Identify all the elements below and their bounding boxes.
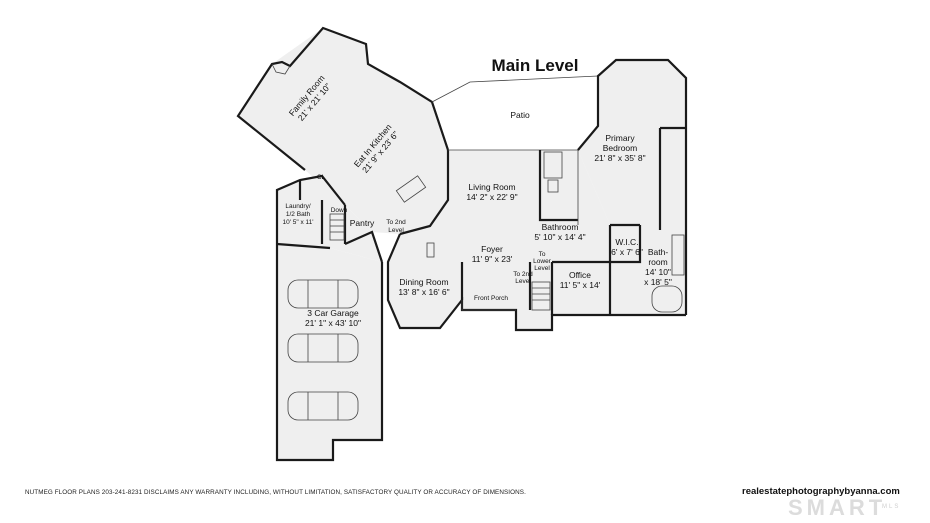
car-1 xyxy=(287,279,359,309)
bay-window xyxy=(271,63,291,75)
primary-wall xyxy=(577,58,688,315)
primary-bedroom-label-1: Primary xyxy=(605,133,635,143)
garage-top-wall xyxy=(276,242,331,250)
bath-room-label-2: room xyxy=(648,257,667,267)
garage-floor xyxy=(277,244,382,460)
mls-watermark-sub: MLS xyxy=(882,504,901,510)
kitchen-island xyxy=(395,175,427,203)
garage-label: 3 Car Garage xyxy=(307,308,359,318)
bath-tub xyxy=(543,151,563,179)
website-credit: realestatephotographybyanna.com xyxy=(742,486,900,497)
tub-2 xyxy=(651,285,683,313)
laundry-label-2: 1/2 Bath xyxy=(286,211,311,218)
car-3 xyxy=(287,391,359,421)
to-lower-level-2: Lower xyxy=(533,258,552,265)
laundry-block-floor xyxy=(277,176,382,262)
plan-title: Main Level xyxy=(491,56,579,75)
wic-label: W.I.C. xyxy=(615,237,638,247)
pantry-wall-b xyxy=(344,230,384,263)
front-porch-label: Front Porch xyxy=(474,295,508,302)
office-dims: 11' 5" x 14' xyxy=(560,280,601,290)
patio-outline xyxy=(431,75,599,103)
bathroom-dims: 5' 10" x 14' 4" xyxy=(534,232,585,242)
primary-bedroom-dims: 21' 8" x 35' 8" xyxy=(594,153,645,163)
to-lower-level-1: To xyxy=(539,251,546,258)
cl-label: CL xyxy=(317,174,326,181)
laundry-label-1: Laundry/ xyxy=(285,203,310,210)
foyer-label: Foyer xyxy=(481,244,503,254)
bath-room-dims-2: x 18' 5" xyxy=(644,277,672,287)
smart-mls-watermark: SMART xyxy=(788,495,887,520)
bath-room-label-1: Bath- xyxy=(648,247,668,257)
car-2 xyxy=(287,333,359,363)
wic-wall xyxy=(610,225,642,264)
central-floor xyxy=(388,150,610,330)
wic-dims: 6' x 7' 6" xyxy=(611,247,643,257)
to-2nd-level-b-1: To 2nd xyxy=(513,271,533,278)
to-2nd-level-b-2: Level xyxy=(515,278,531,285)
family-kitchen-wing-floor xyxy=(238,28,448,234)
to-lower-level-3: Level xyxy=(534,265,550,272)
dining-room-label: Dining Room xyxy=(399,277,448,287)
primary-bedroom-label-2: Bedroom xyxy=(603,143,638,153)
bath-room-dims-1: 14' 10" xyxy=(645,267,671,277)
front-porch-outline xyxy=(461,300,516,311)
stairs-lower xyxy=(531,281,551,311)
patio-label: Patio xyxy=(510,110,530,120)
kitchen-wall xyxy=(399,150,450,236)
bathroom-wall xyxy=(538,150,578,222)
disclaimer-text: NUTMEG FLOOR PLANS 203-241-8231 DISCLAIM… xyxy=(25,489,526,496)
garage-dims: 21' 1" x 43' 10" xyxy=(305,318,361,328)
living-room-label: Living Room xyxy=(468,182,515,192)
foyer-dims: 11' 9" x 23' xyxy=(472,254,513,264)
stairs-down xyxy=(329,213,345,241)
office-label: Office xyxy=(569,270,591,280)
bathroom-label: Bathroom xyxy=(542,222,579,232)
bath-toilet xyxy=(547,179,559,193)
pantry-label: Pantry xyxy=(350,218,375,228)
garage-wall xyxy=(275,244,384,462)
to-2nd-level-a-2: Level xyxy=(388,227,404,234)
shower-2 xyxy=(671,234,685,276)
dining-room-dims: 13' 8" x 16' 6" xyxy=(398,287,449,297)
down-label: Down xyxy=(331,207,348,214)
primary-suite-floor xyxy=(578,60,686,315)
laundry-dims: 10' 5" x 11' xyxy=(282,219,313,226)
wing-wall xyxy=(236,26,450,171)
living-room-dims: 14' 2" x 22' 9" xyxy=(466,192,517,202)
to-2nd-level-a-1: To 2nd xyxy=(386,219,406,226)
fireplace xyxy=(426,242,435,258)
